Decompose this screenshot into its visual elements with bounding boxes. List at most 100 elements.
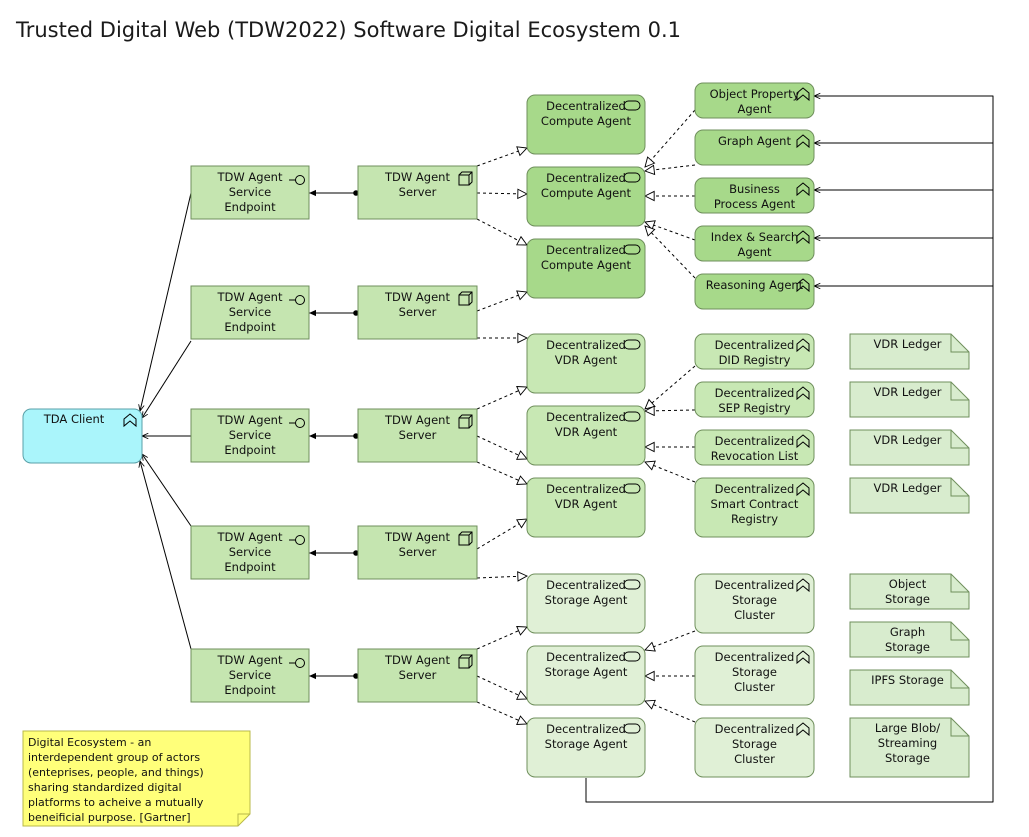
server-agent-link [476,387,527,410]
function-icon [796,386,810,401]
feedback-branch [814,238,994,248]
domain-agent[interactable]: Graph Agent [694,129,815,166]
agent-to-compute-link [645,226,696,279]
cluster-to-storage-link [645,701,696,723]
function-icon [796,278,810,293]
registry-to-vdr-link [645,365,696,409]
function-icon [123,413,137,428]
tda-client[interactable]: TDA Client [22,408,143,464]
function-icon [796,482,810,497]
node-label: VDR Ledger [873,337,941,351]
agent-to-compute-link [645,109,696,167]
server-agent-link [476,576,527,578]
node-label: VDR Ledger [873,433,941,447]
node-icon [458,171,473,186]
node-label: VDR Ledger [873,385,941,399]
domain-agent[interactable]: Reasoning Agent [694,273,815,310]
server-agent-link [476,218,527,245]
feedback-bus [585,96,994,803]
service-interface-icon [289,295,305,305]
service-interface-icon [289,418,305,428]
service-icon [623,244,641,255]
server-agent-link [476,675,527,699]
server-agent-link [476,461,527,484]
service-icon [623,172,641,183]
agent-to-compute-link [645,222,696,241]
service-icon [623,723,641,734]
service-icon [623,411,641,422]
service-interface-icon [289,658,305,668]
function-icon [796,134,810,149]
client-label: TDA Client [43,412,105,426]
server-agent-link [476,519,527,550]
endpoint-to-client [142,340,192,418]
vdr-ledger: VDR Ledger [849,429,970,466]
service-icon [623,579,641,590]
storage-artifact: IPFS Storage [849,669,970,706]
node-icon [458,414,473,429]
registry-to-vdr-link [645,462,696,483]
registry-to-vdr-link [645,410,696,411]
diagram-title: Trusted Digital Web (TDW2022) Software D… [16,18,681,42]
feedback-branch [814,190,994,200]
connectors [140,96,994,803]
node-icon [458,654,473,669]
